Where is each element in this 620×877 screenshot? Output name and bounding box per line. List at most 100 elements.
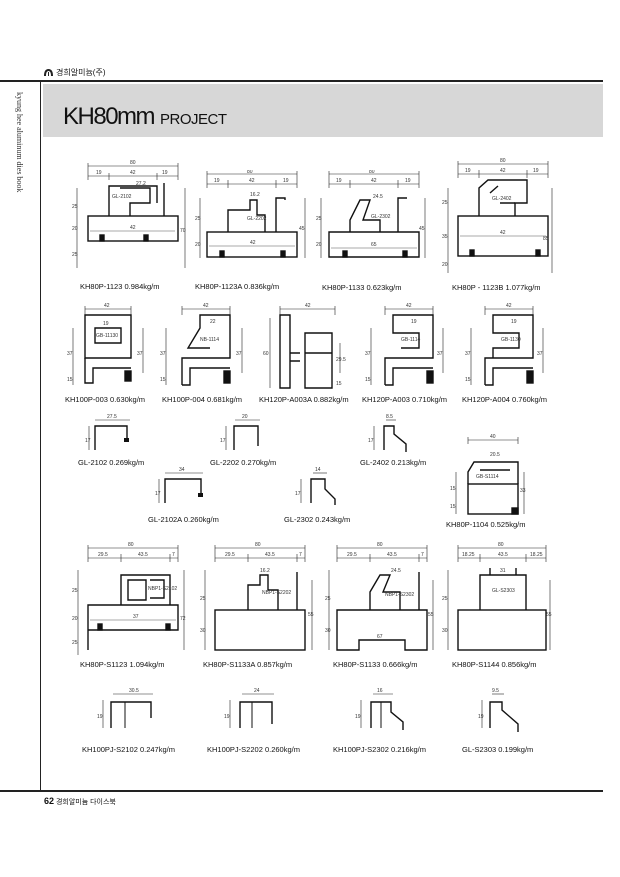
dimension-label: 42 bbox=[104, 303, 110, 309]
dimension-label: 15 bbox=[450, 504, 456, 510]
dimension-label: 19 bbox=[162, 170, 168, 176]
dimension-label: 16 bbox=[377, 688, 383, 694]
profile-caption: KH80P-1123A 0.836kg/m bbox=[195, 282, 280, 291]
dimension-label: 30 bbox=[200, 628, 206, 634]
dimension-label: 14 bbox=[315, 467, 321, 473]
company-name: 경희알미늄(주) bbox=[56, 68, 106, 77]
dimension-label: 55 bbox=[308, 612, 314, 618]
dimension-label: 18.25 bbox=[530, 552, 543, 558]
dimension-label: 25 bbox=[195, 216, 201, 222]
dimension-label: GL-S2303 bbox=[492, 588, 515, 594]
dimension-label: GB-1114 bbox=[401, 337, 420, 343]
dimension-label: 29.5 bbox=[225, 552, 235, 558]
profile-drawing-kh100pj-s2302: 16 19 bbox=[355, 688, 425, 738]
dimension-label: 17 bbox=[295, 491, 301, 497]
dimension-label: 37 bbox=[537, 351, 543, 357]
dimension-label: 29.5 bbox=[336, 357, 346, 363]
dimension-label: 42 bbox=[500, 168, 506, 174]
company-brand: 경희알미늄(주) bbox=[44, 67, 106, 78]
profile-caption: KH100P-003 0.630kg/m bbox=[65, 395, 146, 404]
profile-drawing-gl-2102a: 34 17 bbox=[155, 465, 215, 510]
profile-drawing-gl-2102: 27.5 17 bbox=[85, 412, 145, 457]
dimension-label: 19 bbox=[355, 714, 361, 720]
dimension-label: 25 bbox=[316, 216, 322, 222]
dimension-label: 80 bbox=[130, 160, 136, 166]
dimension-label: 19 bbox=[214, 178, 220, 184]
dimension-label: 29.5 bbox=[347, 552, 357, 558]
dimension-label: 42 bbox=[406, 303, 412, 309]
dimension-label: 15 bbox=[450, 486, 456, 492]
profile-caption: KH80P-S1144 0.856kg/m bbox=[452, 660, 537, 669]
dimension-label: 37 bbox=[137, 351, 143, 357]
dimension-label: 34 bbox=[179, 467, 185, 473]
profile-drawing-kh100pj-s2102: 30.5 19 bbox=[95, 688, 165, 738]
profile-drawing-kh100pj-s2202: 24 19 bbox=[222, 688, 292, 738]
dimension-label: 22 bbox=[210, 319, 216, 325]
profile-caption: GL-2202 0.270kg/m bbox=[210, 458, 277, 467]
dimension-label: 19 bbox=[97, 714, 103, 720]
dimension-label: 37 bbox=[133, 614, 139, 620]
dimension-label: 43.5 bbox=[387, 552, 397, 558]
dimension-label: 42 bbox=[250, 240, 256, 246]
dimension-label: 18.25 bbox=[462, 552, 475, 558]
profile-drawing-kh80p-1133: 80 19 42 19 24.5 GL-2302 25 20 45 65 bbox=[315, 170, 430, 270]
dimension-label: 25 bbox=[72, 640, 78, 646]
dimension-label: 19 bbox=[465, 168, 471, 174]
dimension-label: 80 bbox=[247, 170, 253, 175]
dimension-label: 19 bbox=[478, 714, 484, 720]
side-book-title: kyung hee aluminum dies book bbox=[15, 92, 24, 193]
dimension-label: 40 bbox=[490, 434, 496, 440]
dimension-label: 15 bbox=[365, 377, 371, 383]
dimension-label: 45 bbox=[419, 226, 425, 232]
dimension-label: 20 bbox=[242, 414, 248, 420]
dimension-label: 19 bbox=[283, 178, 289, 184]
dimension-label: 17 bbox=[85, 438, 91, 444]
profile-drawing-kh80p-s1123: 80 29.5 43.5 7 NBP1-S2102 25 20 25 72 37 bbox=[68, 540, 193, 660]
page-footer: 62 경희알미늄 다이스북 bbox=[44, 796, 116, 807]
dimension-label: 72 bbox=[180, 616, 186, 622]
company-logo-icon bbox=[44, 69, 53, 76]
profile-drawing-gl-2202: 20 17 bbox=[220, 412, 280, 457]
profile-caption: KH100PJ-S2102 0.247kg/m bbox=[82, 745, 175, 754]
profile-caption: KH100P-004 0.681kg/m bbox=[162, 395, 243, 404]
dimension-label: 27.5 bbox=[107, 414, 117, 420]
dimension-label: 27.2 bbox=[136, 181, 146, 187]
dimension-label: 43.5 bbox=[138, 552, 148, 558]
dimension-label: 9.5 bbox=[492, 688, 499, 694]
profile-drawing-kh80p-s1133: 80 29.5 43.5 7 24.5 NBP1-S2302 25 30 55 … bbox=[325, 540, 440, 660]
dimension-label: 30.5 bbox=[129, 688, 139, 694]
dimension-label: 20 bbox=[195, 242, 201, 248]
top-rule bbox=[0, 80, 603, 82]
profile-caption: KH120P-A003A 0.882kg/m bbox=[259, 395, 349, 404]
dimension-label: 42 bbox=[506, 303, 512, 309]
dimension-label: GL-2202 bbox=[247, 216, 267, 222]
dimension-label: 25 bbox=[200, 596, 206, 602]
dimension-label: 25 bbox=[442, 200, 448, 206]
dimension-label: 80 bbox=[500, 158, 506, 164]
dimension-label: 24 bbox=[254, 688, 260, 694]
dimension-label: 24.5 bbox=[391, 568, 401, 574]
profile-caption: KH80P-1123 0.984kg/m bbox=[80, 282, 160, 291]
dimension-label: 29.5 bbox=[98, 552, 108, 558]
dimension-label: 17 bbox=[155, 491, 161, 497]
dimension-label: 80 bbox=[255, 542, 261, 548]
dimension-label: 33 bbox=[520, 488, 526, 494]
dimension-label: 15 bbox=[67, 377, 73, 383]
left-rule bbox=[40, 82, 41, 790]
dimension-label: 55 bbox=[546, 612, 552, 618]
dimension-label: 16.2 bbox=[250, 192, 260, 198]
dimension-label: 20 bbox=[316, 242, 322, 248]
dimension-label: NBP1-S2102 bbox=[148, 586, 177, 592]
profile-caption: KH80P-S1133 0.666kg/m bbox=[333, 660, 418, 669]
dimension-label: 42 bbox=[203, 303, 209, 309]
dimension-label: 25 bbox=[442, 596, 448, 602]
dimension-label: 42 bbox=[130, 170, 136, 176]
dimension-label: 85 bbox=[543, 236, 549, 242]
dimension-label: NBP1-S2302 bbox=[385, 592, 414, 598]
dimension-label: 20 bbox=[72, 616, 78, 622]
dimension-label: 42 bbox=[500, 230, 506, 236]
dimension-label: 43.5 bbox=[498, 552, 508, 558]
dimension-label: GL-2302 bbox=[371, 214, 391, 220]
